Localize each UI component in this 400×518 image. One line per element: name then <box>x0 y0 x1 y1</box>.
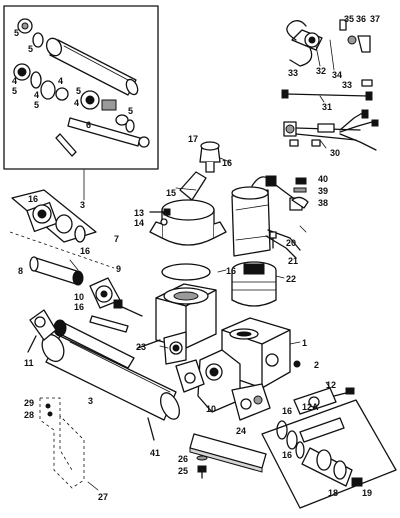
inset-o-ring <box>32 32 44 48</box>
inset-panel <box>3 5 159 170</box>
callout-19: 19 <box>362 488 372 498</box>
mounting-bracket <box>39 397 85 489</box>
callout-8: 8 <box>18 266 23 276</box>
callout-26: 26 <box>178 454 188 464</box>
callout-21: 21 <box>288 256 298 266</box>
callout-3-bottom: 3 <box>88 396 93 406</box>
callout-20: 20 <box>286 238 296 248</box>
callout-28: 28 <box>24 410 34 420</box>
callout-39: 39 <box>318 186 328 196</box>
callout-10-left: 10 <box>74 292 84 302</box>
washer <box>347 35 357 45</box>
callout-16-valve-a: 16 <box>282 406 292 416</box>
pump-assembly <box>231 261 277 307</box>
callout-16-piston: 16 <box>28 194 38 204</box>
callout-2: 2 <box>314 360 319 370</box>
callout-1: 1 <box>302 338 307 348</box>
callout-32: 32 <box>316 66 326 76</box>
motor-clamp <box>291 177 309 209</box>
trim-pump-harness <box>283 109 379 151</box>
trim-cylinder <box>41 319 181 421</box>
callout-3-top: 3 <box>80 200 85 210</box>
anode-plate <box>189 433 267 473</box>
trim-shaft <box>9 231 115 286</box>
callout-12: 12 <box>326 380 336 390</box>
callout-37: 37 <box>370 14 380 24</box>
inset-rod <box>67 117 141 147</box>
callout-16-ring: 16 <box>80 246 90 256</box>
callout-9: 9 <box>116 264 121 274</box>
check-valve <box>89 277 143 317</box>
callout-5a: 5 <box>14 28 19 38</box>
clamp <box>357 35 371 53</box>
callout-35: 35 <box>344 14 354 24</box>
callout-12A: 12A <box>302 402 319 412</box>
callout-4b: 4 <box>34 90 39 100</box>
callout-5e: 5 <box>76 86 81 96</box>
callout-16-valve-b: 16 <box>282 450 292 460</box>
callout-29: 29 <box>24 398 34 408</box>
plug <box>293 360 301 368</box>
callout-34: 34 <box>332 70 342 80</box>
callout-41: 41 <box>150 448 160 458</box>
callout-5d: 5 <box>34 100 39 110</box>
pivot-pin <box>27 309 57 353</box>
cotter-pin <box>147 417 155 441</box>
callout-16-fitting: 16 <box>222 158 232 168</box>
reservoir-cap <box>149 171 227 246</box>
callout-7: 7 <box>114 234 119 244</box>
callout-13: 13 <box>134 208 144 218</box>
wire-harness <box>281 79 373 101</box>
callout-6: 6 <box>86 120 91 130</box>
callout-27: 27 <box>98 492 108 502</box>
callout-40: 40 <box>318 174 328 184</box>
callout-4d: 4 <box>74 98 79 108</box>
valve-group-panel <box>261 387 397 509</box>
callout-31: 31 <box>322 102 332 112</box>
callout-24: 24 <box>236 426 246 436</box>
inset-pin <box>55 133 77 157</box>
callout-4c: 4 <box>58 76 63 86</box>
callout-labels: 5 5 4 5 4 5 4 5 4 5 6 3 16 7 16 8 10 16 … <box>12 14 380 502</box>
piston-group <box>11 189 97 243</box>
callout-33a: 33 <box>288 68 298 78</box>
rod-pin <box>89 315 129 333</box>
callout-15: 15 <box>166 188 176 198</box>
callout-5c: 5 <box>12 86 17 96</box>
callout-4a: 4 <box>12 76 17 86</box>
callout-25: 25 <box>178 466 188 476</box>
manifold-block <box>155 283 217 349</box>
callout-23: 23 <box>136 342 146 352</box>
callout-30: 30 <box>330 148 340 158</box>
callout-16-left: 16 <box>74 302 84 312</box>
trim-motor <box>231 175 303 259</box>
fill-fitting <box>199 141 221 173</box>
o-ring <box>161 263 211 281</box>
inset-cylinder-tube <box>45 37 139 96</box>
callout-14: 14 <box>134 218 144 228</box>
callout-5f: 5 <box>128 106 133 116</box>
callout-11: 11 <box>24 358 34 368</box>
anode-screws <box>196 455 208 479</box>
leader-lines <box>69 39 335 491</box>
screw <box>339 19 347 31</box>
callout-18: 18 <box>328 488 338 498</box>
callout-5b: 5 <box>28 44 33 54</box>
callout-10-main: 10 <box>206 404 216 414</box>
motor-bolts <box>269 231 277 249</box>
callout-38: 38 <box>318 198 328 208</box>
callout-16-ring-main: 16 <box>226 266 236 276</box>
trim-sender-group <box>286 19 371 67</box>
callout-17: 17 <box>188 134 198 144</box>
callout-36: 36 <box>356 14 366 24</box>
callout-22: 22 <box>286 274 296 284</box>
valve-body <box>163 317 291 421</box>
callout-33b: 33 <box>342 80 352 90</box>
